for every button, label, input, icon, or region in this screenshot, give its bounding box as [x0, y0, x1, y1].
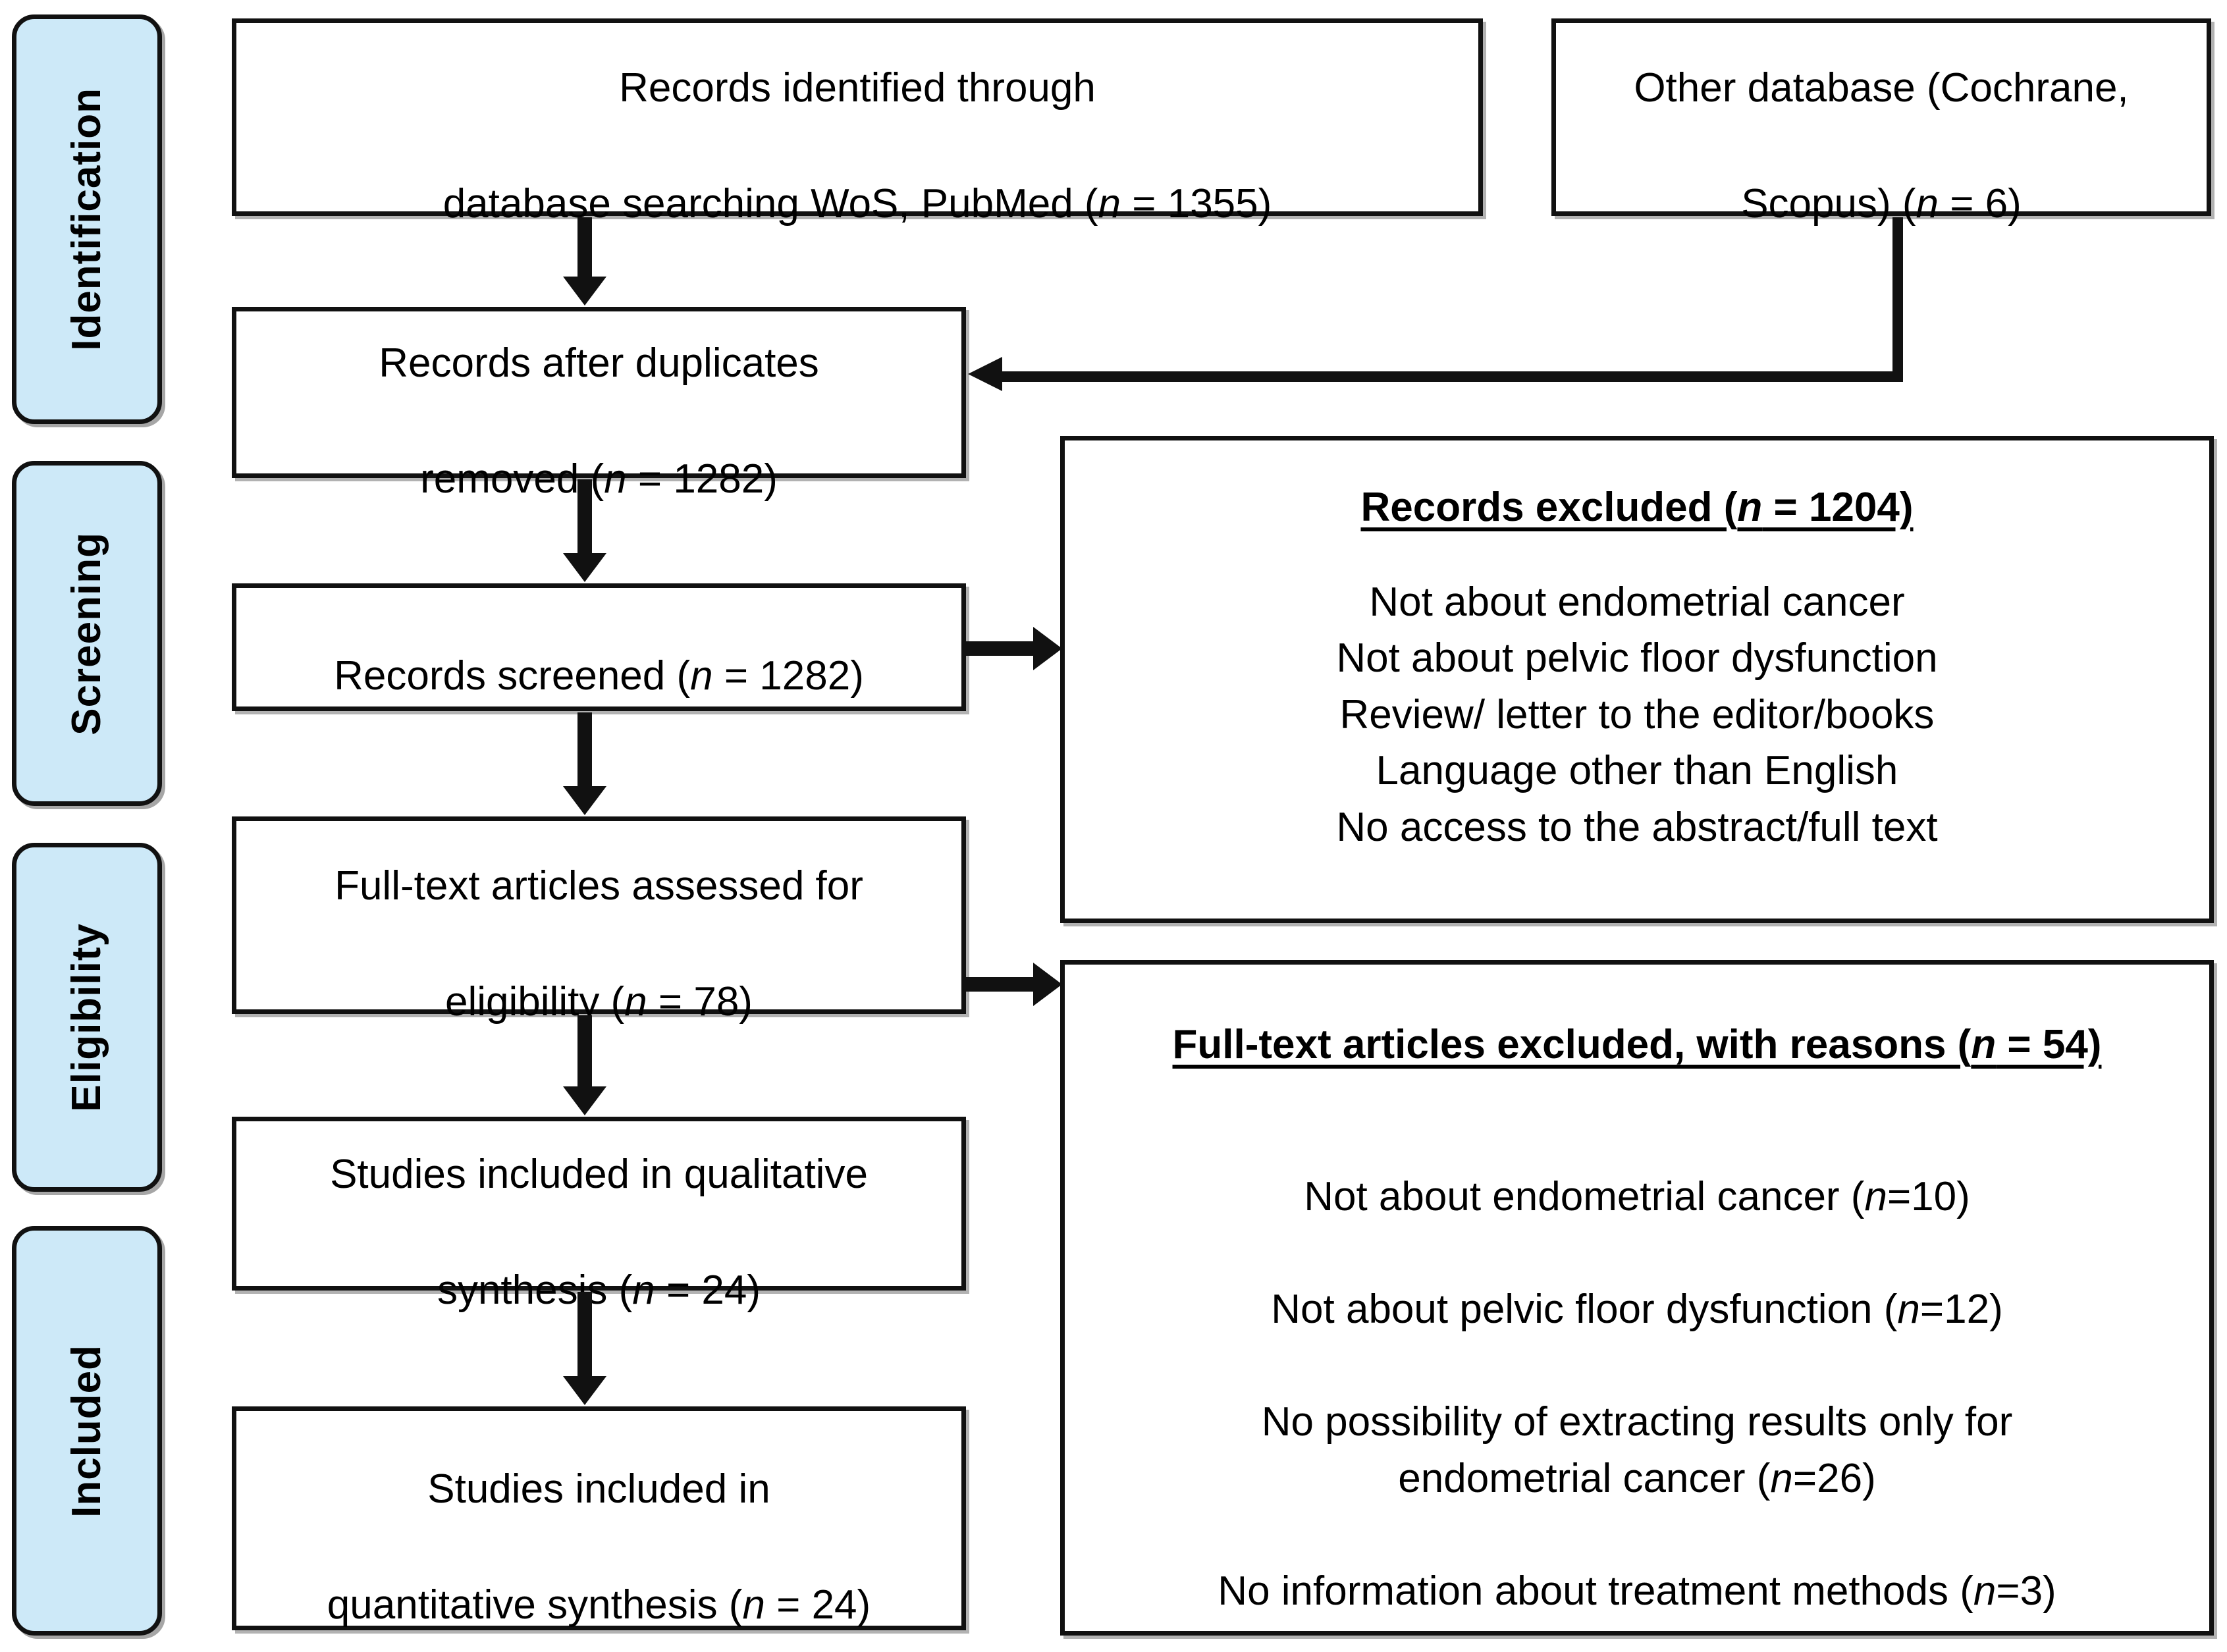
italic-n: n — [1971, 1022, 1997, 1067]
reason-item: Not about pelvic floor dysfunction — [1336, 635, 1938, 681]
italic-n: n — [1864, 1174, 1887, 1220]
panel-fulltext-excluded-reasons: Not about endometrial cancer (n=10) Not … — [1218, 1113, 2056, 1652]
connector-arrow-head — [968, 357, 1002, 391]
reason-item: Not about endometrial cancer (n=10) — [1304, 1174, 1970, 1220]
box-other-database: Other database (Cochrane, Scopus) (n = 6… — [1551, 18, 2211, 226]
italic-n: n — [1916, 181, 1939, 227]
box-records-screened-text: Records screened (n = 1282) — [334, 653, 864, 699]
reason-item: Not about pelvic floor dysfunction (n=12… — [1271, 1287, 2003, 1333]
arrow-head — [563, 553, 606, 582]
panel-fulltext-excluded-title: Full-text articles excluded, with reason… — [1172, 1022, 2102, 1067]
connector-other-database-to-dedup — [968, 217, 1903, 391]
arrow-head — [563, 1086, 606, 1115]
italic-n: n — [1897, 1287, 1920, 1333]
italic-n: n — [624, 979, 647, 1025]
arrow-head — [563, 1376, 606, 1405]
arrow-head — [1033, 627, 1062, 670]
panel-records-excluded-title: Records excluded (n = 1204) — [1360, 485, 1914, 530]
stage-tab-screening: Screening — [12, 461, 162, 806]
box-fulltext-assessed: Full-text articles assessed for eligibil… — [232, 816, 966, 1025]
box-duplicates-removed-text: Records after duplicates removed (n = 12… — [379, 340, 819, 502]
box-other-database-text: Other database (Cochrane, Scopus) (n = 6… — [1634, 65, 2129, 227]
reason-item: Review/ letter to the editor/books — [1339, 691, 1935, 737]
stage-tab-screening-label: Screening — [64, 531, 109, 735]
connector-horizontal-segment — [1000, 371, 1903, 382]
box-qualitative-synthesis: Studies included in qualitative synthesi… — [232, 1117, 966, 1313]
italic-n: n — [1098, 181, 1121, 227]
box-duplicates-removed: Records after duplicates removed (n = 12… — [232, 307, 966, 502]
arrow-shaft — [577, 1015, 592, 1088]
box-records-screened: Records screened (n = 1282) — [232, 583, 966, 711]
arrow-shaft — [577, 479, 592, 554]
arrow-head — [563, 786, 606, 815]
box-quantitative-synthesis-text: Studies included in quantitative synthes… — [327, 1466, 871, 1628]
box-quantitative-synthesis: Studies included in quantitative synthes… — [232, 1406, 966, 1630]
arrow-shaft — [577, 217, 592, 278]
italic-n: n — [604, 456, 627, 502]
arrow-screened-to-fulltext — [558, 712, 611, 815]
arrow-qualitative-to-quantitative — [558, 1292, 611, 1405]
italic-n: n — [1973, 1568, 1997, 1614]
stage-tab-included: Included — [12, 1226, 162, 1636]
box-records-identified: Records identified through database sear… — [232, 18, 1483, 226]
stage-tab-identification-label: Identification — [64, 88, 109, 351]
arrow-fulltext-to-fulltext-excluded — [966, 961, 1062, 1007]
arrow-dedup-to-screened — [558, 479, 611, 582]
italic-n: n — [742, 1582, 765, 1628]
arrow-shaft — [966, 641, 1034, 656]
box-qualitative-synthesis-text: Studies included in qualitative synthesi… — [330, 1151, 868, 1314]
reason-item: No information about treatment methods (… — [1218, 1568, 2056, 1614]
italic-n: n — [632, 1267, 655, 1314]
arrow-shaft — [966, 977, 1034, 992]
arrow-head — [1033, 963, 1062, 1006]
panel-fulltext-excluded: Full-text articles excluded, with reason… — [1060, 960, 2214, 1636]
box-fulltext-assessed-text: Full-text articles assessed for eligibil… — [335, 863, 863, 1025]
arrow-shaft — [577, 1292, 592, 1376]
arrow-shaft — [577, 712, 592, 787]
reason-item: Language other than English (n=1) — [1322, 1620, 1952, 1652]
reason-item: Language other than English — [1376, 748, 1898, 794]
panel-records-excluded: Records excluded (n = 1204) Not about en… — [1060, 436, 2214, 923]
stage-tab-included-label: Included — [64, 1344, 109, 1518]
italic-n: n — [690, 653, 713, 699]
arrow-screened-to-records-excluded — [966, 626, 1062, 672]
italic-n: n — [1770, 1455, 1793, 1501]
panel-records-excluded-reasons: Not about endometrial cancer Not about p… — [1336, 574, 1937, 856]
stage-tab-identification: Identification — [12, 14, 162, 424]
reason-item: No possibility of extracting results onl… — [1261, 1399, 2013, 1501]
connector-vertical-segment — [1892, 217, 1903, 375]
arrow-fulltext-to-qualitative — [558, 1015, 611, 1115]
reason-item: No access to the abstract/full text — [1336, 804, 1938, 850]
reason-item: Not about endometrial cancer — [1369, 579, 1905, 625]
box-records-identified-text: Records identified through database sear… — [443, 65, 1272, 227]
arrow-identified-to-dedup — [558, 217, 611, 306]
italic-n: n — [1737, 485, 1763, 530]
stage-tab-eligibility: Eligibility — [12, 843, 162, 1192]
stage-tab-eligibility-label: Eligibility — [64, 922, 109, 1112]
arrow-head — [563, 277, 606, 306]
